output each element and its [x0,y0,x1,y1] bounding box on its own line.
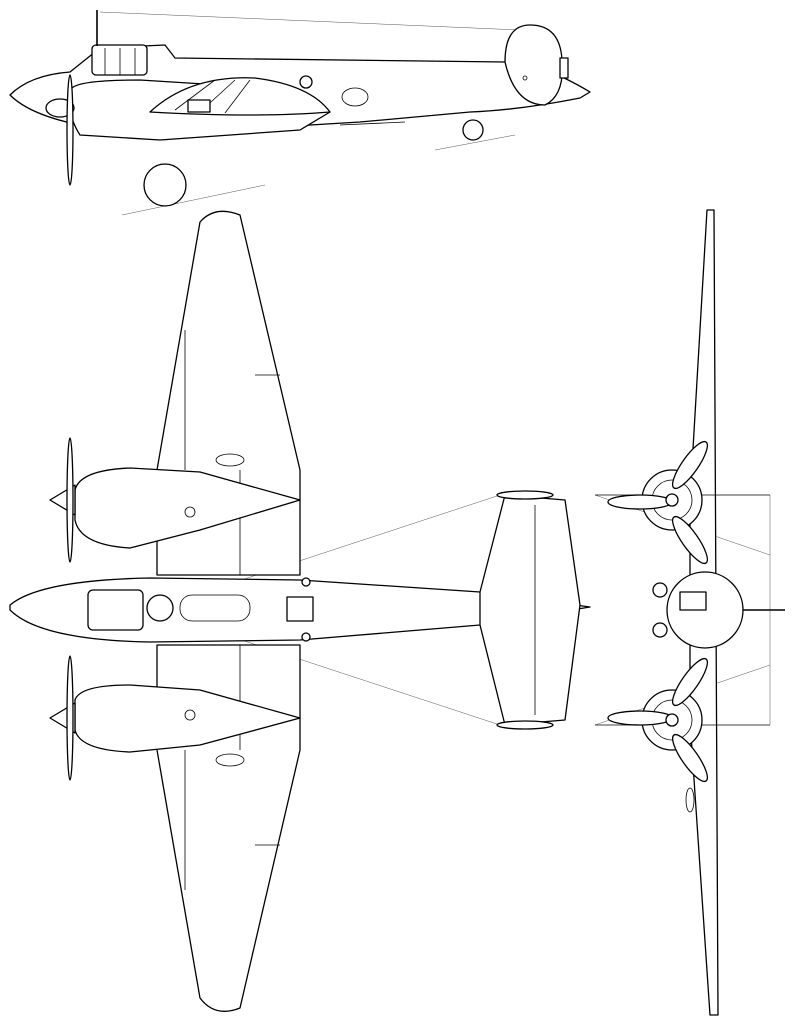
ground-line-main [121,184,266,216]
side-canopy [91,44,148,76]
top-cockpit-hatch [146,594,174,622]
top-fuselage-fitting [301,632,311,642]
wing-panel [215,753,245,767]
wing-panel-line [224,79,251,114]
front-wheel [652,622,668,638]
exhaust-grille [187,99,211,113]
top-nacelle-detail [184,506,196,518]
top-fuselage-panel [179,594,251,622]
tail-wheel [462,119,484,141]
wing-panel-line [174,79,216,111]
front-windscreen [679,591,707,611]
side-view [9,10,591,216]
top-nacelle-lower [74,684,301,753]
top-propeller-lower [66,655,74,781]
top-nacelle-detail [184,709,196,721]
side-gun-barrel [339,121,406,126]
ground-line-tail [434,134,516,151]
top-cockpit [87,589,144,631]
front-propeller-upper [607,440,708,565]
tailplane-tip [496,490,554,500]
front-wing-panel [685,787,695,813]
side-rigging-line [99,11,521,31]
top-view [9,210,591,1012]
side-gun-turret [299,75,313,89]
wing-panel [215,453,245,467]
tailplane-tip [496,720,554,730]
top-tailplane [479,494,581,726]
main-wheel [143,163,187,207]
front-propeller-lower [607,657,708,783]
top-fuselage-fitting [301,577,311,587]
front-wheel [652,582,668,598]
fin-fitting [522,75,528,81]
top-propeller-upper [66,437,74,563]
front-view [594,209,785,1016]
side-panel [341,87,369,107]
side-propeller [66,74,74,186]
rudder-tab [559,57,569,79]
top-gun-hatch [286,596,314,622]
